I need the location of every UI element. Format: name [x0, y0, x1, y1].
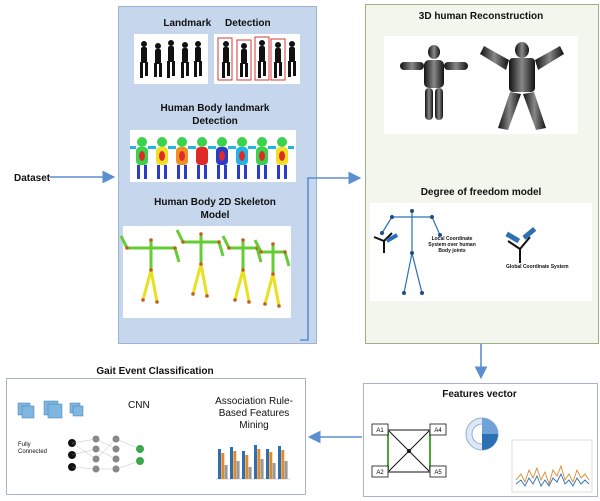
- bar: [266, 449, 269, 479]
- bar: [254, 445, 257, 479]
- cnn-label: CNN: [128, 400, 150, 411]
- skeleton-figure: [221, 235, 263, 304]
- bar: [248, 467, 252, 479]
- skeleton-figure: [175, 229, 225, 298]
- heatmap-figure: [230, 137, 254, 179]
- bar: [272, 463, 276, 479]
- reconstruction-title: 3D human Reconstruction: [418, 11, 544, 22]
- bar: [278, 446, 281, 479]
- dof-diagram: [373, 209, 537, 295]
- heatmap-figure: [250, 137, 274, 179]
- dof-title: Degree of freedom model: [420, 187, 542, 198]
- heatmap-figure: [190, 137, 214, 179]
- 3d-mesh-figures: [400, 42, 564, 130]
- skeleton-image: [119, 226, 291, 318]
- node-a1: A1: [376, 428, 384, 434]
- bar: [230, 447, 233, 479]
- skeleton-figure: [253, 239, 291, 308]
- skeleton-figure: [119, 235, 181, 304]
- heatmap-figure: [150, 137, 174, 179]
- bar: [218, 449, 221, 479]
- heatmap-image: [130, 130, 296, 182]
- heatmap-figure: [270, 137, 294, 179]
- landmark-detection-label: Landmark Detection: [163, 18, 271, 29]
- bar: [245, 455, 249, 479]
- line-chart-thumbnail: [511, 439, 593, 493]
- dataset-label: Dataset: [14, 173, 51, 184]
- silhouette-figures-boxed: [217, 36, 296, 81]
- bar: [221, 453, 225, 479]
- silhouette-image-right: [214, 34, 300, 84]
- radial-chart: [465, 417, 499, 451]
- node-a5: A5: [434, 470, 442, 476]
- mesh-image: [384, 36, 578, 134]
- dof-image: [370, 203, 592, 301]
- bar: [233, 451, 237, 479]
- heatmap-figures: [130, 137, 294, 179]
- node-a2: A2: [376, 470, 384, 476]
- gait-title: Gait Event Classification: [96, 366, 214, 377]
- silhouette-image-left: [134, 34, 208, 84]
- cnn-diagram: [17, 400, 144, 473]
- bar: [236, 461, 240, 479]
- bar: [284, 461, 288, 479]
- node-a4: A4: [434, 428, 442, 434]
- arm-label: Association Rule-Based Features Mining: [215, 396, 293, 431]
- bar: [281, 450, 285, 479]
- bar: [257, 449, 261, 479]
- bar-chart-thumbnail: [212, 435, 292, 485]
- global-coordinate-text: Global Coordinate System: [506, 264, 569, 270]
- features-title: Features vector: [442, 389, 517, 400]
- fully-connected-label: Fully Connected: [18, 442, 48, 455]
- silhouette-figures: [140, 40, 202, 78]
- bar: [224, 465, 228, 479]
- body-landmark-detection-label: Human Body landmark Detection: [160, 103, 270, 127]
- bar: [269, 452, 273, 479]
- skeleton-model-label: Human Body 2D Skeleton Model: [154, 197, 276, 221]
- association-graph: A1 A4 A2 A5: [371, 423, 447, 478]
- left-to-right-arrow: [300, 171, 362, 341]
- bar: [242, 451, 245, 479]
- skeleton-figures: [119, 229, 291, 308]
- local-coordinate-text: Local Coordinate System over human Body …: [428, 236, 476, 254]
- bar: [260, 459, 264, 479]
